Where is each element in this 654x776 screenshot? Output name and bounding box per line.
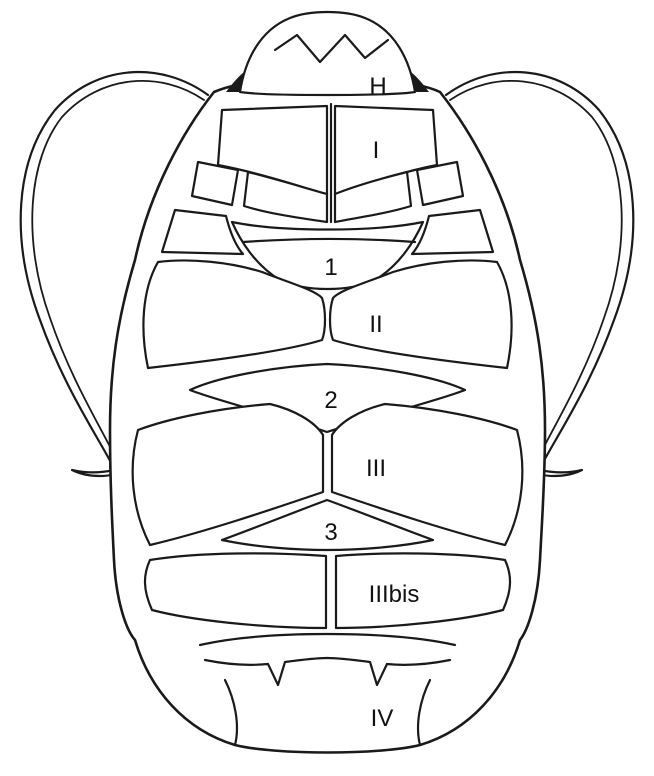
label-segment-III: III: [366, 455, 386, 482]
label-segment-3: 3: [324, 519, 337, 546]
label-segment-IIIbis: IIIbis: [369, 581, 420, 608]
label-segment-I: I: [373, 137, 380, 164]
label-segment-II: II: [369, 311, 382, 338]
label-segment-2: 2: [324, 387, 337, 414]
label-segment-1: 1: [324, 254, 337, 281]
segment-I-outer-right-plate: [417, 162, 463, 205]
label-head: H: [369, 73, 386, 100]
segment-I-outer-left-plate: [192, 162, 238, 205]
label-segment-IV: IV: [371, 705, 394, 732]
